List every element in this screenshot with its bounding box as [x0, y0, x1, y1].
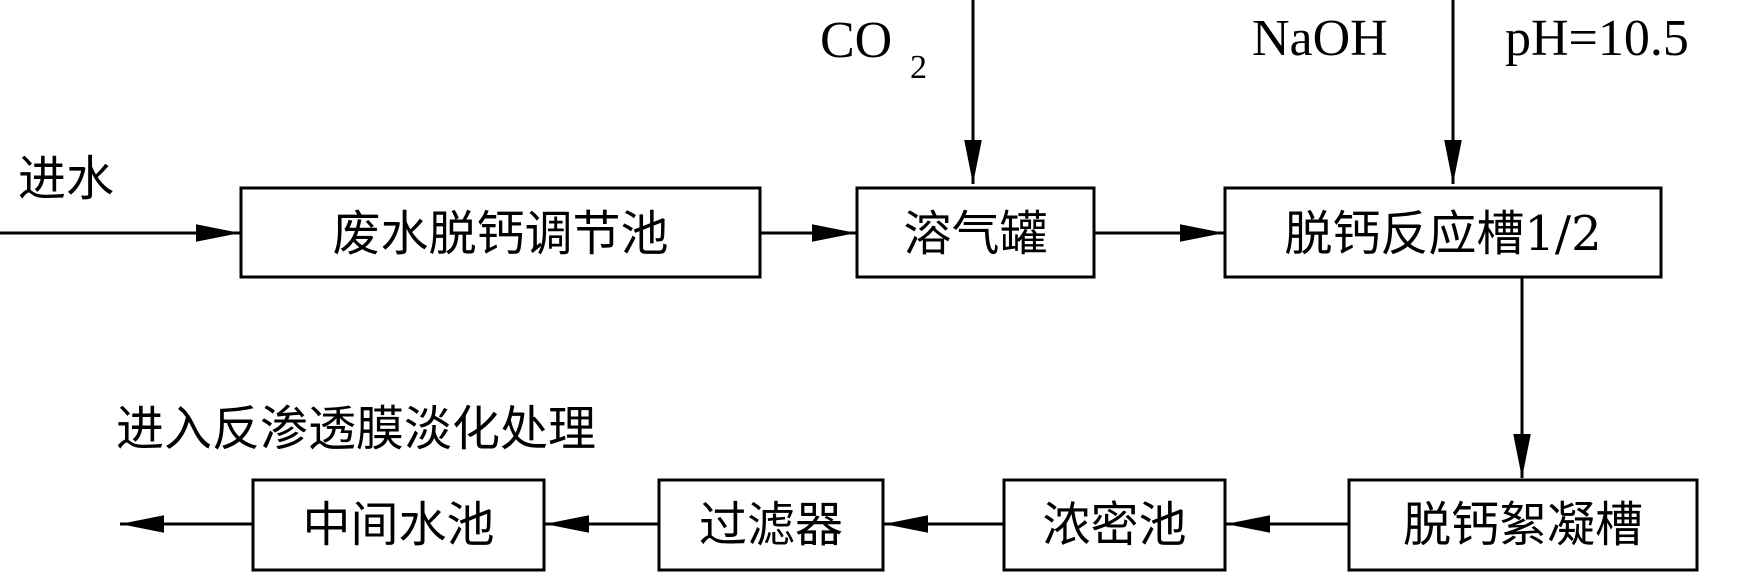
- thickener-label: 浓密池: [1042, 497, 1186, 553]
- dissolved-air-tank-box: 溶气罐: [855, 186, 1096, 279]
- outlet-label: 进入反渗透膜淡化处理: [116, 401, 596, 457]
- co2-label: CO 2: [820, 12, 927, 86]
- flocculation-tank-box: 脱钙絮凝槽: [1347, 478, 1699, 572]
- thickener-box: 浓密池: [1002, 478, 1227, 572]
- co2-main-label: CO: [820, 12, 892, 69]
- filter-label: 过滤器: [699, 497, 843, 553]
- inlet-label: 进水: [18, 151, 114, 207]
- co2-subscript-label: 2: [910, 49, 927, 86]
- adjust-tank-label: 废水脱钙调节池: [332, 206, 668, 262]
- flocculation-tank-label: 脱钙絮凝槽: [1403, 497, 1643, 553]
- reaction-tank-box: 脱钙反应槽1/2: [1223, 186, 1663, 279]
- reaction-tank-label: 脱钙反应槽1/2: [1284, 206, 1601, 262]
- filter-box: 过滤器: [657, 478, 885, 572]
- ph-label: pH=10.5: [1505, 10, 1689, 67]
- intermediate-pool-label: 中间水池: [302, 497, 494, 553]
- intermediate-pool-box: 中间水池: [251, 478, 546, 572]
- adjust-tank-box: 废水脱钙调节池: [239, 186, 762, 279]
- dissolved-air-tank-label: 溶气罐: [903, 206, 1047, 262]
- naoh-label: NaOH: [1252, 10, 1388, 67]
